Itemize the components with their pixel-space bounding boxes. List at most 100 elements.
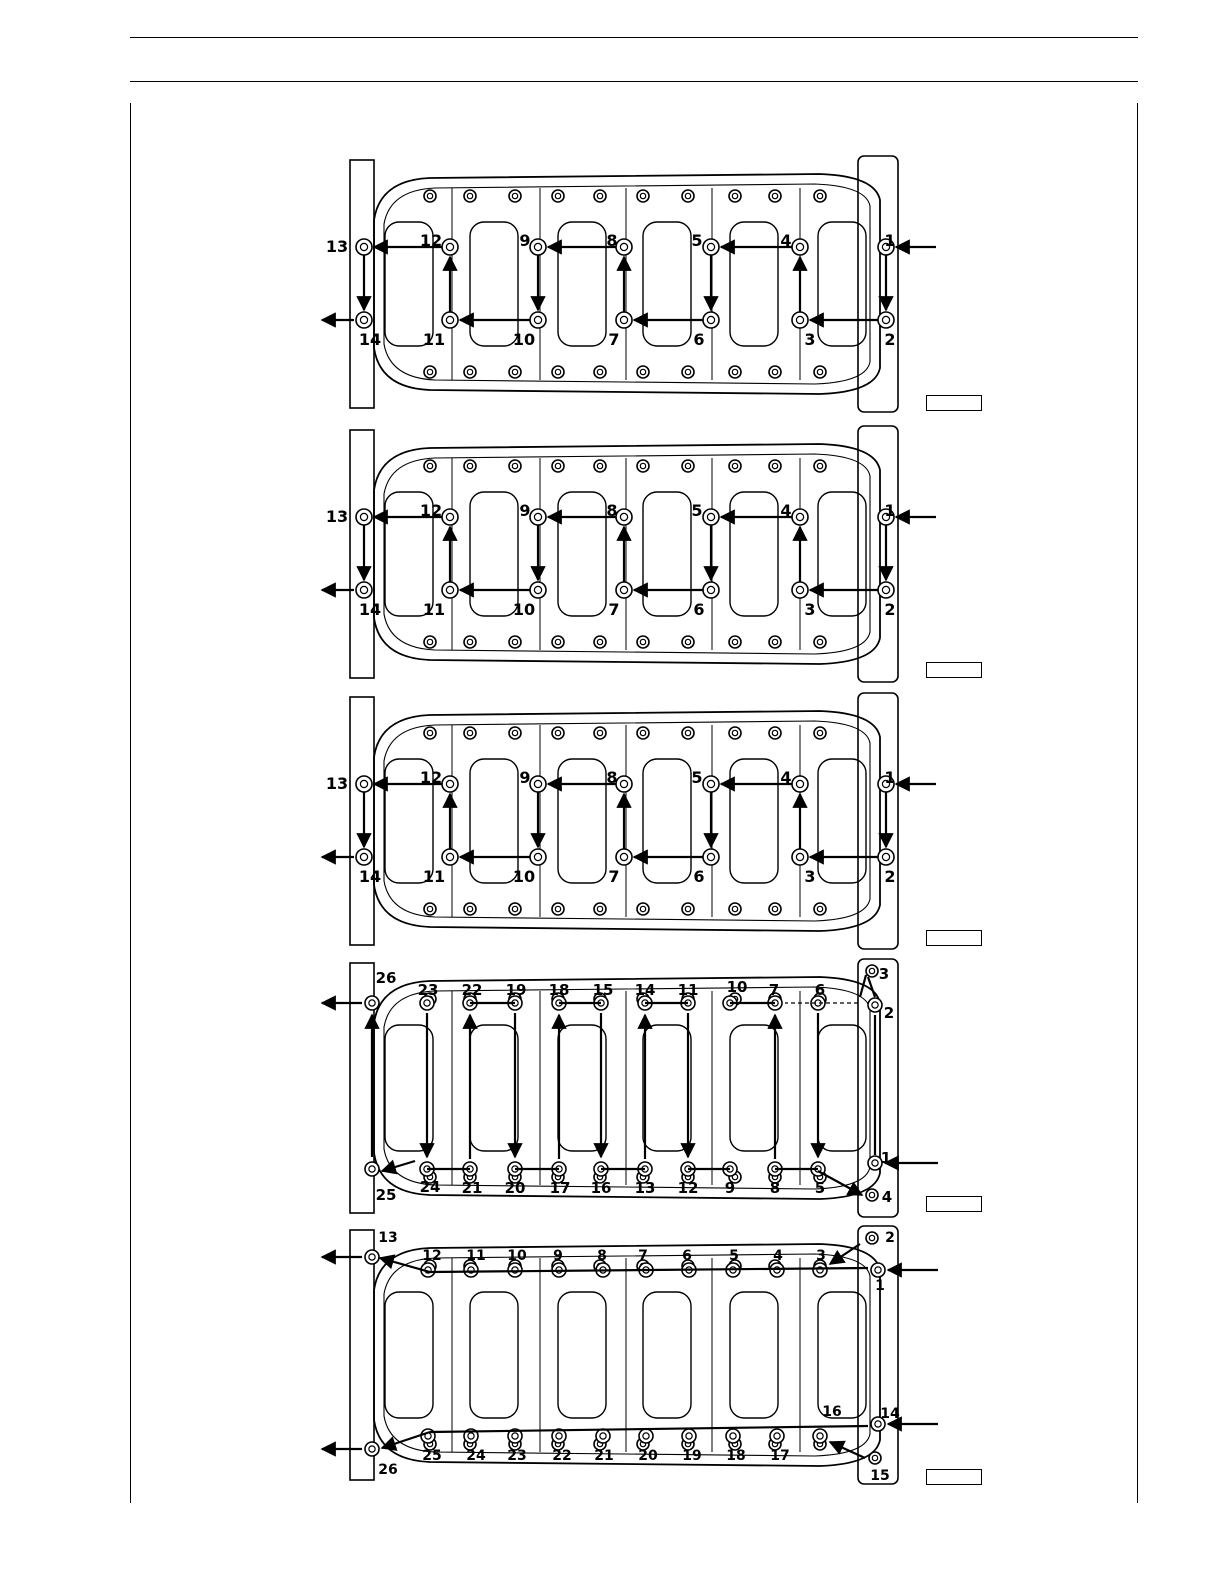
diagram-1: 1312985411411107632 [322,156,936,412]
bolt-number-label: 3 [804,600,815,619]
bolt-hole [594,727,606,739]
bearing-bore [643,492,691,616]
bearing-bore [643,1025,691,1151]
bolt-number-label: 6 [693,600,704,619]
bolt-hole [868,998,882,1012]
bolt-number-label: 4 [773,1248,783,1264]
bearing-bore [558,1025,606,1151]
bolt-number-label: 16 [822,1404,841,1420]
bolt-hole [530,509,546,525]
bolt-hole [508,1263,522,1277]
bolt-hole [682,636,694,648]
diagram-5: 1312111098765432126252423222120191817161… [322,1226,938,1484]
bolt-number-label: 2 [884,867,895,886]
sequence-line [830,1442,865,1458]
bolt-hole [464,190,476,202]
bolt-number-label: 12 [678,1179,699,1197]
bolt-hole [769,903,781,915]
bolt-number-label: 4 [780,768,791,787]
bolt-hole [530,582,546,598]
bolt-number-label: 25 [422,1448,441,1464]
bolt-number-label: 11 [423,330,445,349]
bearing-bore [470,759,518,883]
bolt-hole [530,776,546,792]
bolt-hole [594,366,606,378]
bolt-number-label: 21 [462,1179,483,1197]
bolt-number-label: 10 [507,1248,527,1264]
bolt-number-label: 9 [519,501,530,520]
bolt-hole [442,509,458,525]
bolt-hole [530,849,546,865]
bolt-hole [866,965,878,977]
bolt-hole [442,582,458,598]
bolt-number-label: 3 [804,867,815,886]
block-gasket-line [384,184,870,384]
bolt-hole [552,366,564,378]
bearing-bore [643,222,691,346]
bolt-number-label: 5 [729,1248,739,1264]
bolt-number-label: 19 [506,981,527,999]
bearing-bore [730,1025,778,1151]
bearing-bore [730,492,778,616]
bolt-hole [814,636,826,648]
bolt-hole [637,903,649,915]
bolt-hole [792,849,808,865]
bolt-number-label: 8 [606,231,617,250]
bearing-bore [385,1025,433,1151]
bearing-bore [643,759,691,883]
bolt-hole [424,636,436,648]
bolt-hole [703,582,719,598]
bolt-number-label: 14 [359,330,381,349]
bolt-hole [814,366,826,378]
bolt-hole [442,849,458,865]
bolt-hole [637,190,649,202]
bearing-bore [730,1292,778,1418]
bolt-hole [729,903,741,915]
bolt-number-label: 6 [815,981,825,999]
bolt-hole [729,460,741,472]
bearing-bore [730,222,778,346]
bolt-number-label: 15 [870,1468,889,1484]
diagram-2: 1312985411411107632 [322,426,936,682]
bolt-hole [729,190,741,202]
bolt-number-label: 24 [420,1178,441,1196]
bolt-hole [792,239,808,255]
bolt-number-label: 9 [519,768,530,787]
bolt-number-label: 10 [513,330,535,349]
bolt-number-label: 9 [519,231,530,250]
bolt-number-label: 5 [691,768,702,787]
bolt-hole [703,776,719,792]
bolt-hole [792,312,808,328]
bolt-hole [509,727,521,739]
bolt-number-label: 8 [597,1248,607,1264]
block-flange [350,697,374,945]
bolt-hole [729,727,741,739]
bolt-number-label: 12 [420,231,442,250]
diagram-3: 1312985411411107632 [322,693,936,949]
bolt-number-label: 25 [376,1186,397,1204]
bolt-number-label: 26 [378,1462,397,1478]
bolt-hole [356,849,372,865]
bolt-number-label: 8 [606,768,617,787]
bolt-hole [594,903,606,915]
bolt-number-label: 10 [727,978,748,996]
bolt-hole [726,1429,740,1443]
bolt-hole [770,1263,784,1277]
bolt-hole [442,776,458,792]
bolt-hole [594,460,606,472]
bolt-number-label: 1 [875,1278,885,1294]
bolt-number-label: 4 [780,501,791,520]
bolt-number-label: 10 [513,600,535,619]
bolt-hole [637,636,649,648]
bolt-number-label: 11 [423,867,445,886]
bolt-hole [770,1429,784,1443]
bolt-number-label: 17 [550,1179,571,1197]
figure-ref-box-3 [926,930,982,946]
bolt-number-label: 18 [726,1448,745,1464]
bolt-hole [356,776,372,792]
bolt-hole [464,636,476,648]
bolt-hole [616,312,632,328]
bolt-hole [424,366,436,378]
bolt-number-label: 22 [462,981,483,999]
bolt-number-label: 3 [816,1248,826,1264]
